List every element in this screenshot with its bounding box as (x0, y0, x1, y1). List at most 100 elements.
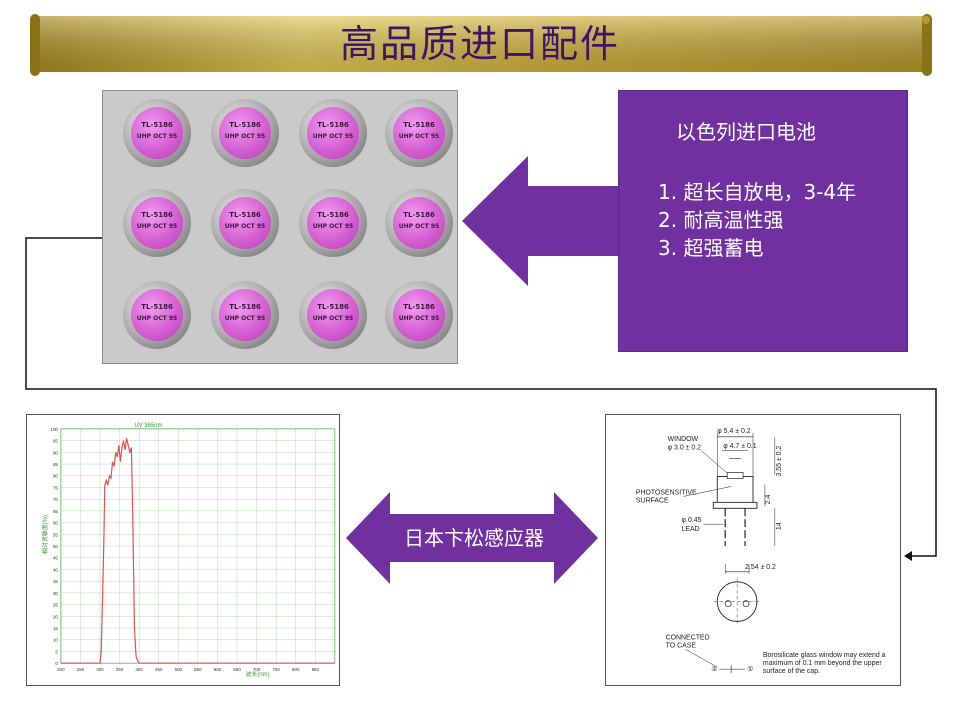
battery-label-code: UHP OCT 95 (312, 223, 354, 230)
x-tick-label: 450 (155, 667, 163, 672)
battery-label-model: TL-5186 (141, 121, 173, 129)
battery-label-model: TL-5186 (317, 211, 349, 219)
x-tick-label: 250 (77, 667, 85, 672)
y-tick-label: 45 (53, 556, 58, 561)
feature-item: 2. 耐高温性强 (658, 208, 784, 232)
sensor-label: 日本卞松感应器 (404, 526, 544, 550)
photosensitive-label: PHOTOSENSITIVE (636, 489, 697, 496)
y-tick-label: 90 (53, 450, 58, 455)
battery-label-model: TL-5186 (403, 303, 435, 311)
y-tick-label: 70 (53, 497, 58, 502)
battery-label-code: UHP OCT 95 (312, 315, 354, 322)
window-label: WINDOW (668, 436, 699, 443)
y-tick-label: 55 (53, 532, 58, 537)
y-tick-label: 5 (55, 649, 58, 654)
y-tick-label: 95 (53, 439, 58, 444)
y-tick-labels: 0510152025303540455055606570758085909510… (50, 427, 58, 666)
battery-label-model: TL-5186 (403, 211, 435, 219)
y-tick-label: 0 (55, 661, 58, 666)
spectrum-series-line (60, 438, 335, 664)
slide-title: 高品质进口配件 (339, 22, 620, 66)
chart-title: UV 365nm (134, 423, 162, 429)
y-axis-label: 相对灵敏度(%) (41, 515, 49, 554)
feature-item: 3. 超强蓄电 (658, 236, 764, 260)
battery-label-model: TL-5186 (229, 211, 261, 219)
to-case-label: TO CASE (666, 642, 697, 649)
battery-label-model: TL-5186 (141, 211, 173, 219)
height-dim: 3.55 ± 0.2 (776, 446, 783, 477)
x-tick-label: 750 (272, 667, 280, 672)
x-tick-label: 400 (135, 667, 143, 672)
connected-label: CONNECTED (666, 634, 710, 641)
inner-diameter-dim: φ 4.7 ± 0.1 (723, 443, 757, 450)
battery-label-code: UHP OCT 95 (136, 133, 178, 140)
lead-diameter-dim: φ 0.45 (682, 517, 702, 524)
x-tick-label: 600 (214, 667, 222, 672)
y-tick-label: 35 (53, 579, 58, 584)
pin-1-label: ① (747, 665, 753, 673)
note-line-3: surface of the cap. (763, 668, 820, 675)
title-banner (30, 14, 932, 76)
feature-item: 1. 超长自放电，3-4年 (658, 180, 857, 204)
x-tick-label: 850 (312, 667, 320, 672)
double-arrow-shape (346, 492, 598, 584)
battery-label-code: UHP OCT 95 (224, 223, 266, 230)
y-tick-label: 65 (53, 509, 58, 514)
y-tick-label: 100 (50, 427, 58, 432)
x-tick-label: 300 (96, 667, 104, 672)
x-tick-label: 350 (116, 667, 124, 672)
info-box-title: 以色列进口电池 (676, 120, 816, 144)
lead-label: LEAD (682, 526, 700, 533)
battery-label-model: TL-5186 (317, 303, 349, 311)
sensor-drawing: φ 5.4 ± 0.2 φ 4.7 ± 0.1 WINDOW φ 3.0 ± 0… (605, 414, 901, 686)
battery-label-model: TL-5186 (229, 303, 261, 311)
battery-label-code: UHP OCT 95 (136, 315, 178, 322)
pin-pitch-dim: 2.54 ± 0.2 (745, 564, 776, 571)
y-tick-label: 50 (53, 544, 58, 549)
left-arrow-shape (462, 156, 632, 286)
x-tick-label: 500 (175, 667, 183, 672)
battery-label-model: TL-5186 (403, 121, 435, 129)
y-tick-label: 15 (53, 626, 58, 631)
x-tick-label: 800 (292, 667, 300, 672)
y-tick-label: 30 (53, 591, 58, 596)
x-tick-label: 550 (194, 667, 202, 672)
battery-label-code: UHP OCT 95 (136, 223, 178, 230)
battery-label-code: UHP OCT 95 (398, 133, 440, 140)
note-line-1: Borosilicate glass window may extend a (763, 652, 886, 659)
lead-length-dim: 14 (776, 522, 783, 530)
x-tick-label: 700 (253, 667, 261, 672)
battery-label-model: TL-5186 (141, 303, 173, 311)
battery-label-code: UHP OCT 95 (224, 315, 266, 322)
chart-grid (60, 428, 336, 664)
x-axis-label: 波长(nm) (246, 670, 270, 678)
y-tick-label: 60 (53, 521, 58, 526)
gap-dim: 2.4 (765, 495, 772, 505)
y-tick-label: 20 (53, 614, 58, 619)
battery-label-code: UHP OCT 95 (224, 133, 266, 140)
